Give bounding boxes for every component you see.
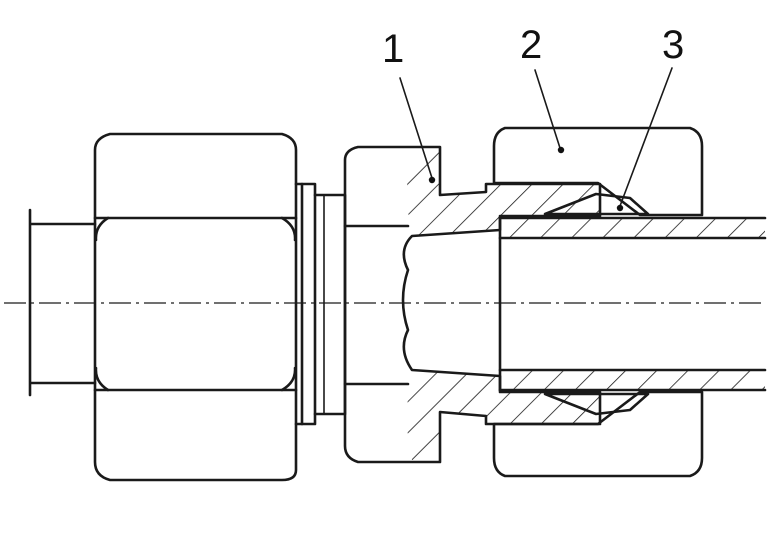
- left-hex-nut: [93, 132, 298, 482]
- body-hex: [343, 145, 602, 464]
- union-nut: [492, 126, 704, 478]
- callout-3: 3: [662, 23, 684, 67]
- leader-lines: [399, 67, 673, 212]
- right-pipe: [498, 216, 767, 392]
- cutting-ring: [543, 192, 650, 416]
- callout-2: 2: [520, 23, 542, 67]
- thread-neck: [294, 182, 347, 426]
- callout-1: 1: [382, 27, 404, 71]
- left-pipe-stub: [28, 208, 97, 397]
